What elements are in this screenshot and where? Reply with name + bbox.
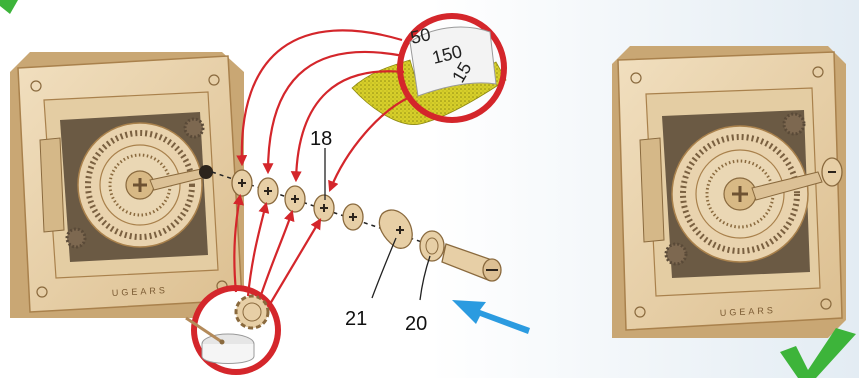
- left-model-box: UGEARS: [10, 52, 244, 318]
- callout-20-leader: [420, 256, 430, 300]
- glue-gear-part: [236, 296, 268, 328]
- washer-5: [343, 204, 363, 230]
- paper-number-50: 50: [409, 24, 433, 48]
- part-21-lever: [379, 210, 412, 248]
- washer-18: [314, 195, 334, 221]
- washer-1: [232, 170, 252, 196]
- right-model-box: UGEARS: [612, 46, 846, 338]
- washer-2: [258, 178, 278, 204]
- callout-20-label: 20: [405, 313, 427, 335]
- part-20-spacer: [420, 231, 444, 261]
- inset-magnifier: 50 150 15: [400, 16, 504, 120]
- washer-3: [285, 186, 305, 212]
- green-check-icon: [0, 0, 18, 14]
- callout-21-leader: [372, 238, 396, 298]
- callout-21-label: 21: [345, 308, 367, 330]
- callout-18-label: 18: [310, 128, 332, 150]
